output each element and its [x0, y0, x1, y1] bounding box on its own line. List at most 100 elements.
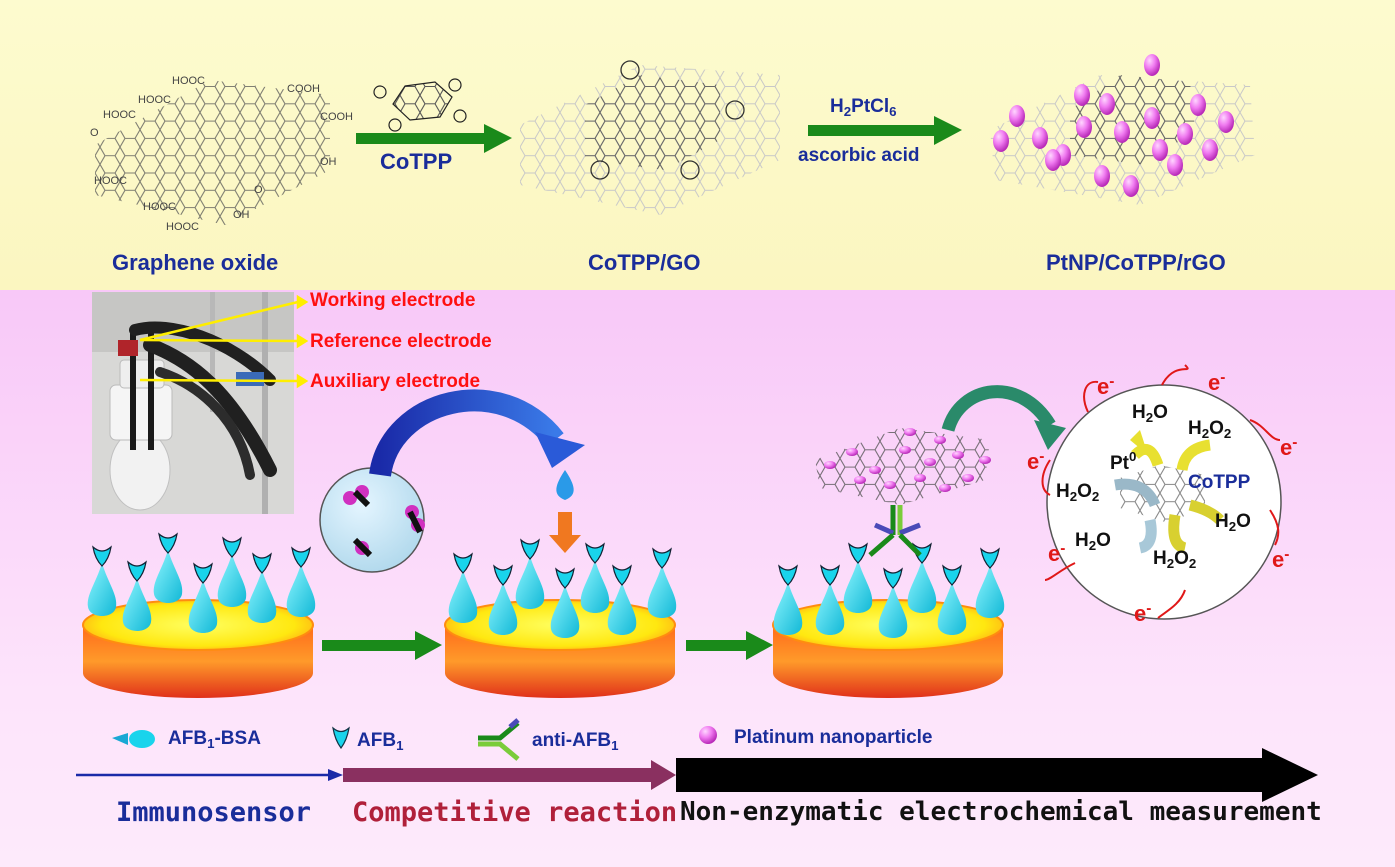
pt-particle	[1009, 105, 1025, 127]
afb1-bsa-drop	[843, 542, 873, 613]
afb1-bsa-drop	[247, 552, 277, 623]
pt-particle	[993, 130, 1009, 152]
electron-label-1: e-	[1097, 373, 1115, 399]
stage-competitive-label: Competitive reaction	[352, 797, 678, 828]
pt-particle	[914, 474, 926, 482]
afb1-bsa-drop	[448, 552, 478, 623]
electrode-disks	[82, 532, 1005, 698]
pt-particle	[924, 458, 936, 466]
pt-particle	[854, 476, 866, 484]
legend-platinum-icon	[699, 726, 717, 744]
go-group-4: COOH	[320, 111, 353, 123]
go-group-2: COOH	[287, 83, 320, 95]
afb1-bsa-drop	[515, 538, 545, 609]
auxiliary-electrode-label: Auxiliary electrode	[310, 371, 481, 392]
h2o-label-3: H2O	[1075, 530, 1111, 553]
pt-particle	[1032, 127, 1048, 149]
afb1-bsa-drop	[773, 564, 803, 635]
go-group-0: HOOC	[172, 75, 205, 87]
pt-particle	[899, 446, 911, 454]
legend-afb1-bsa-label: AFB1-BSA	[168, 728, 261, 751]
pt-particle	[1144, 107, 1160, 129]
pt-particle	[1152, 139, 1168, 161]
electrode-disk	[444, 538, 677, 698]
pt-particle	[824, 461, 836, 469]
pt-particle	[1177, 123, 1193, 145]
working-electrode-label: Working electrode	[310, 290, 476, 311]
pt-particle	[1099, 93, 1115, 115]
pt-particle	[884, 481, 896, 489]
afb1-bsa-drop	[217, 536, 247, 607]
pt-small-particles	[824, 428, 991, 492]
pt-particle	[934, 436, 946, 444]
pt-particle	[1144, 54, 1160, 76]
cotpp-go-sheet	[520, 60, 780, 215]
graphene-oxide-sheet	[95, 80, 330, 225]
legend-anti-afb1-label: anti-AFB1	[532, 730, 619, 753]
electron-label-5: e-	[1048, 540, 1066, 566]
h2o-label-1: H2O	[1132, 402, 1168, 425]
legend-afb1-label: AFB1	[357, 730, 404, 753]
cotpp-molecule-small	[373, 78, 467, 132]
step2-reagent-1: H2PtCl6	[830, 96, 897, 119]
stage-arrow-measurement	[676, 748, 1318, 802]
step1-reagent: CoTPP	[380, 149, 453, 174]
stage-immunosensor-label: Immunosensor	[116, 797, 312, 828]
electrode-cell-photo	[92, 292, 294, 514]
afb1-bsa-drop	[815, 564, 845, 635]
afb1-bsa-drop	[975, 547, 1005, 618]
pt-particle	[846, 448, 858, 456]
go-group-9: HOOC	[143, 201, 176, 213]
go-group-5: O	[90, 127, 99, 139]
pt-particle	[939, 484, 951, 492]
sample-mix-circle	[319, 467, 425, 573]
afb1-bsa-drop	[488, 564, 518, 635]
electrode-disk	[82, 532, 316, 698]
pt-particle	[1045, 149, 1061, 171]
stage-measurement-label: Non-enzymatic electrochemical measuremen…	[680, 797, 1322, 827]
pt-particle	[979, 456, 991, 464]
pt-particle	[1114, 121, 1130, 143]
sample-transfer-arrow	[369, 389, 585, 478]
pt-particle	[869, 466, 881, 474]
pt-particle	[1123, 175, 1139, 197]
go-group-11: HOOC	[166, 221, 199, 233]
afb1-bsa-drop	[580, 542, 610, 613]
afb1-bsa-drop	[87, 545, 117, 616]
afb1-bsa-drop	[153, 532, 183, 603]
pt-particle	[1190, 94, 1206, 116]
electrode-disk	[772, 542, 1005, 698]
platinum-nanoparticles	[993, 54, 1234, 197]
stage-arrow-immunosensor	[76, 769, 343, 781]
afb1-bsa-drop	[647, 547, 677, 618]
electrode-pointers	[139, 294, 309, 389]
legend-platinum-label: Platinum nanoparticle	[734, 727, 933, 748]
process-arrow-2	[686, 631, 773, 660]
afb1-bsa-drop	[286, 546, 316, 617]
pt-particle	[1076, 116, 1092, 138]
stage-arrow-competitive	[343, 760, 676, 790]
afb1-bsa-drop	[607, 564, 637, 635]
pt-particle	[1074, 84, 1090, 106]
cotpp-go-label: CoTPP/GO	[588, 250, 701, 275]
electron-label-7: e-	[1134, 600, 1152, 626]
h2o2-label-2: H2O2	[1056, 481, 1100, 504]
ptnp-cotpp-rgo-label: PtNP/CoTPP/rGO	[1046, 250, 1226, 275]
h2o-label-2: H2O	[1215, 511, 1251, 534]
go-group-1: HOOC	[138, 94, 171, 106]
electron-label-3: e-	[1280, 434, 1298, 460]
go-group-8: O	[254, 184, 263, 196]
pt-particle	[1202, 139, 1218, 161]
pt-particle	[1218, 111, 1234, 133]
pt-particle	[1167, 154, 1183, 176]
step2-reagent-2: ascorbic acid	[798, 145, 920, 166]
legend-afb1-bsa-icon	[112, 730, 155, 748]
process-arrow-1	[322, 631, 442, 660]
pt-particle	[1094, 165, 1110, 187]
catalysis-circle	[1046, 384, 1282, 620]
h2o2-label-1: H2O2	[1188, 418, 1232, 441]
synthesis-arrow-2	[808, 116, 962, 145]
legend-afb1-icon	[332, 726, 350, 750]
afb1-bsa-drop	[188, 562, 218, 633]
